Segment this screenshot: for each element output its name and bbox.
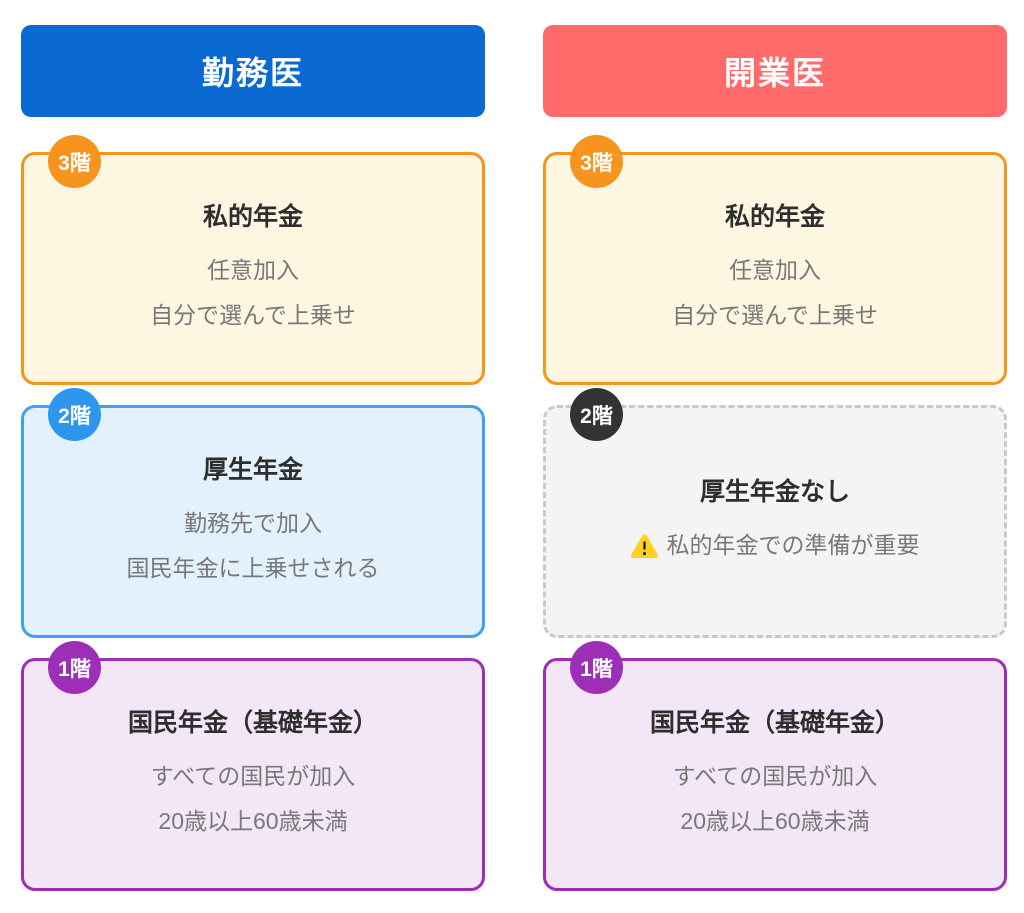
column-header-employed-doctor: 勤務医: [21, 25, 485, 117]
tier-description-line: 20歳以上60歳未満: [158, 807, 348, 834]
tier-warning-line: 私的年金での準備が重要: [630, 523, 920, 568]
warning-text: 私的年金での準備が重要: [666, 532, 920, 558]
tier-title: 厚生年金なし: [699, 478, 850, 506]
tier-1-national-pension-employed: 1階 国民年金（基礎年金） すべての国民が加入 20歳以上60歳未満: [21, 641, 485, 891]
floor-2-badge: 2階: [570, 388, 623, 441]
tier-2-employee-pension-employed: 2階 厚生年金 勤務先で加入 国民年金に上乗せされる: [21, 388, 485, 638]
tier-description-line: 任意加入: [729, 256, 821, 283]
floor-3-badge: 3階: [570, 135, 623, 188]
floor-3-badge: 3階: [48, 135, 101, 188]
tier-3-private-pension-practice: 3階 私的年金 任意加入 自分で選んで上乗せ: [543, 135, 1007, 385]
tier-description-line: 勤務先で加入: [184, 509, 322, 536]
tier-title: 私的年金: [202, 202, 303, 231]
tier-description-line: 自分で選んで上乗せ: [672, 301, 878, 328]
tier-3-private-pension-employed: 3階 私的年金 任意加入 自分で選んで上乗せ: [21, 135, 485, 385]
floor-1-badge: 1階: [570, 641, 623, 694]
warning-triangle-icon: [630, 533, 658, 558]
tier-description-line: 任意加入: [207, 256, 299, 283]
tier-title: 国民年金（基礎年金）: [649, 708, 900, 737]
column-employed-doctor: 勤務医 3階 私的年金 任意加入 自分で選んで上乗せ 2階 厚生年金 勤務先で加…: [21, 25, 485, 913]
tier-description-line: 自分で選んで上乗せ: [150, 301, 356, 328]
tier-title: 厚生年金: [202, 455, 303, 484]
tier-title: 私的年金: [724, 202, 825, 231]
column-practice-doctor: 開業医 3階 私的年金 任意加入 自分で選んで上乗せ 2階 厚生年金なし 私的年…: [543, 25, 1007, 913]
tier-description-line: 20歳以上60歳未満: [680, 807, 870, 834]
tier-description-line: 国民年金に上乗せされる: [126, 554, 380, 581]
tier-description-line: すべての国民が加入: [150, 762, 356, 789]
tier-1-national-pension-practice: 1階 国民年金（基礎年金） すべての国民が加入 20歳以上60歳未満: [543, 641, 1007, 891]
column-header-practice-doctor: 開業医: [543, 25, 1007, 117]
floor-2-badge: 2階: [48, 388, 101, 441]
tier-2-no-employee-pension-practice: 2階 厚生年金なし 私的年金での準備が重要: [543, 388, 1007, 638]
tier-description-line: すべての国民が加入: [672, 762, 878, 789]
floor-1-badge: 1階: [48, 641, 101, 694]
tier-title: 国民年金（基礎年金）: [127, 708, 378, 737]
